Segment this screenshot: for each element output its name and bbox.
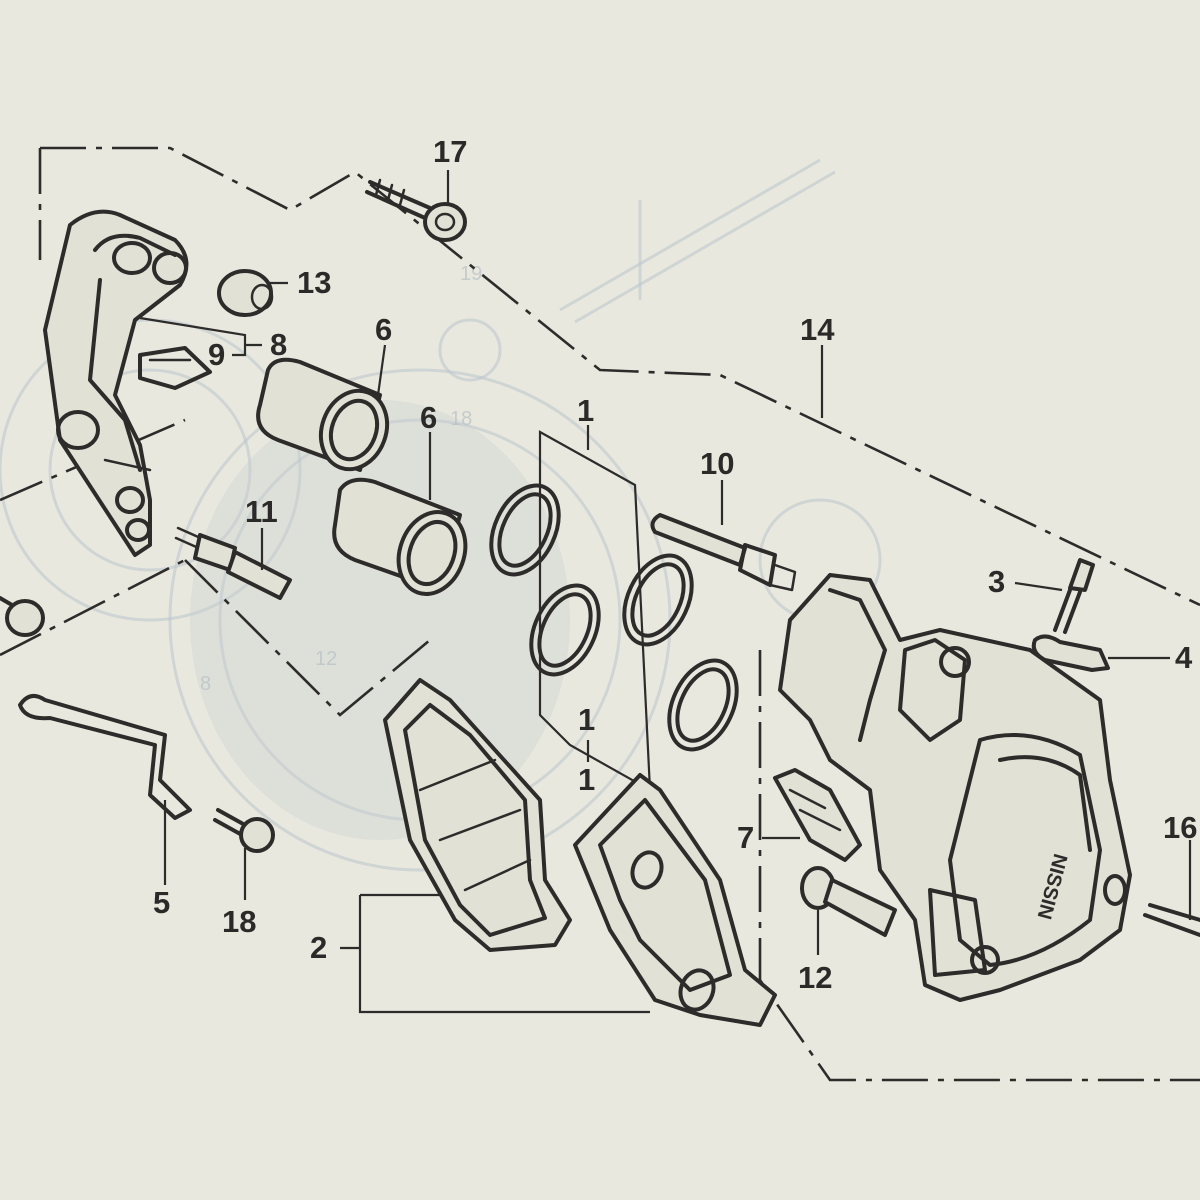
boot-13 xyxy=(217,269,274,317)
cap-4 xyxy=(1031,634,1110,672)
callout-10: 10 xyxy=(700,446,734,481)
brake-pad-inner xyxy=(573,773,777,1027)
callout-labels: 17 13 8 9 6 6 14 1 10 11 3 4 1 1 7 16 5 … xyxy=(153,134,1197,995)
callout-4: 4 xyxy=(1175,640,1193,675)
callout-18: 18 xyxy=(222,904,256,939)
callout-1-top: 1 xyxy=(577,393,594,428)
pad-retainer-clip xyxy=(138,346,212,390)
seal-rings-1 xyxy=(489,430,739,792)
svg-text:18: 18 xyxy=(450,408,472,430)
callout-3: 3 xyxy=(988,564,1005,599)
brake-pad-outer xyxy=(383,678,572,952)
callout-9: 9 xyxy=(208,337,225,372)
pin-11 xyxy=(174,526,292,600)
piston-6-lower xyxy=(332,477,468,596)
callout-17: 17 xyxy=(433,134,467,169)
bleeder-12 xyxy=(800,866,897,937)
callout-1-mid: 1 xyxy=(578,762,595,797)
bolt-18 xyxy=(213,808,275,853)
callout-14: 14 xyxy=(800,312,835,347)
pad-spring-5 xyxy=(18,694,192,820)
callout-5: 5 xyxy=(153,885,170,920)
callout-8: 8 xyxy=(270,327,287,362)
callout-leaders xyxy=(139,170,1192,1014)
svg-text:12: 12 xyxy=(315,648,337,670)
callout-12: 12 xyxy=(798,960,832,995)
bolt-left-edge xyxy=(0,596,45,637)
caliper-body-14 xyxy=(778,573,1132,1002)
callout-16: 16 xyxy=(1163,810,1197,845)
callout-7: 7 xyxy=(737,820,754,855)
callout-6-lower: 6 xyxy=(420,400,437,435)
callout-11: 11 xyxy=(245,494,278,529)
shim-7 xyxy=(773,768,862,862)
callout-13: 13 xyxy=(297,265,331,300)
svg-text:19: 19 xyxy=(460,263,482,285)
bleeder-valve-3 xyxy=(1053,558,1095,634)
callout-1-bottom: 1 xyxy=(578,702,595,737)
pin-10 xyxy=(650,513,797,592)
svg-text:8: 8 xyxy=(200,673,211,695)
callout-6-upper: 6 xyxy=(375,312,392,347)
pin-16 xyxy=(1143,903,1200,937)
bolt-17 xyxy=(365,178,467,242)
callout-2: 2 xyxy=(310,930,327,965)
caliper-bracket xyxy=(43,209,189,557)
piston-6-upper xyxy=(256,357,390,472)
